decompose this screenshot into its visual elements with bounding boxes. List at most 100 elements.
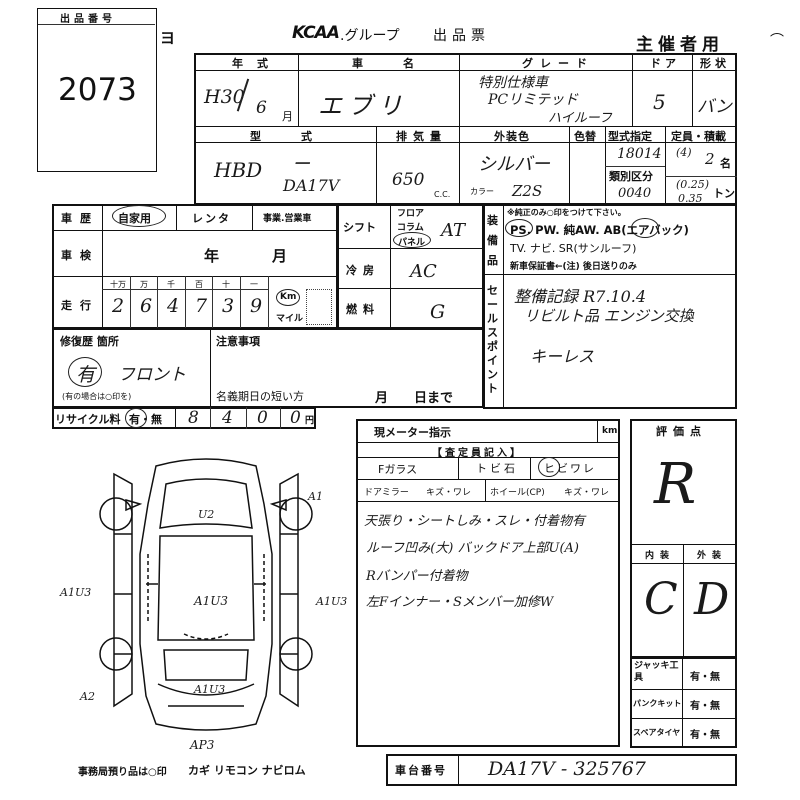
wheel-rear-right bbox=[279, 637, 313, 671]
equipment-label-1: 装 bbox=[487, 214, 498, 227]
column-label: コラム bbox=[397, 223, 424, 233]
mark-a1u3-right: A1U3 bbox=[316, 595, 348, 608]
digit-unit-2: 千 bbox=[167, 280, 175, 289]
mileage-digit-3: 7 bbox=[195, 295, 208, 317]
equipment-line-1: PS. PW. 純AW. AB(エアバック) bbox=[510, 223, 689, 237]
meter-note-4: 左Fインナー・Sメンバー加修W bbox=[366, 595, 554, 610]
sheet-title: 出品票 bbox=[433, 28, 490, 44]
grade-line-1: 特別仕様車 bbox=[478, 75, 548, 91]
vehicle-name: エブリ bbox=[318, 92, 408, 120]
digit-unit-1: 万 bbox=[140, 280, 148, 289]
meter-note-3: Rバンパー付着物 bbox=[366, 569, 468, 584]
month-value: 6 bbox=[256, 98, 267, 118]
color-code-value: Z2S bbox=[512, 182, 543, 200]
km-circle-icon bbox=[276, 289, 300, 306]
fuel-value: G bbox=[430, 301, 446, 323]
doors-label: ドア bbox=[650, 57, 680, 70]
history-option-rental: レンタ bbox=[192, 212, 231, 225]
load-unit: トン bbox=[713, 187, 735, 200]
recycle-label: リサイクル料 bbox=[55, 413, 121, 426]
capacity-value: 2 bbox=[705, 150, 715, 168]
interior-value: C bbox=[644, 574, 678, 625]
color-value: シルバー bbox=[478, 154, 550, 175]
model-value: DA17V bbox=[283, 176, 340, 195]
capacity-prefix: (4) bbox=[676, 146, 692, 159]
chassis-value: DA17V - 325767 bbox=[488, 758, 646, 780]
grade-line-3: ハイルーフ bbox=[548, 111, 612, 126]
meter-km: km bbox=[602, 426, 618, 436]
evaluation-score: R bbox=[654, 452, 697, 517]
mirror-right bbox=[269, 499, 287, 512]
mirror-left bbox=[125, 499, 143, 512]
wheel-rear-left bbox=[99, 637, 133, 671]
mark-a1u3-rear: A1U3 bbox=[194, 683, 226, 696]
evaluation-label: 評価点 bbox=[656, 425, 707, 438]
digit-unit-3: 百 bbox=[195, 280, 203, 289]
mileage-digit-4: 3 bbox=[222, 295, 235, 317]
header-fragment: ヨ bbox=[160, 29, 176, 47]
meter-note-1: 天張り・シートしみ・スレ・付着物有 bbox=[364, 514, 586, 529]
mileage-digit-2: 4 bbox=[167, 295, 180, 317]
chassis-label: 車台番号 bbox=[395, 764, 447, 777]
corner-mark-icon: ⌒ bbox=[770, 33, 784, 49]
meter-block bbox=[356, 419, 620, 747]
name-label: 車名 bbox=[352, 57, 454, 70]
color-code-label: カラー bbox=[470, 187, 494, 196]
puncture-label: パンクキット bbox=[633, 699, 682, 708]
fuel-label: 燃料 bbox=[346, 303, 380, 316]
mileage-digit-5: 9 bbox=[250, 295, 263, 317]
office-items: カギ リモコン ナビロム bbox=[188, 764, 306, 777]
recycle-circle-icon bbox=[125, 408, 147, 428]
digit-unit-4: 十 bbox=[222, 280, 230, 289]
expiry-label: 名義期日の短い方 bbox=[216, 390, 304, 403]
mark-a1: A1 bbox=[308, 490, 323, 503]
brand-group: .グループ bbox=[340, 28, 400, 44]
puncture-value: 有・無 bbox=[690, 701, 720, 712]
inspection-year: 年 bbox=[204, 247, 220, 265]
meter-note-2: ルーフ凹み(大) バックドア上部U(A) bbox=[366, 541, 579, 556]
fglass-label: Fガラス bbox=[378, 463, 418, 476]
capacity-label: 定員・積載 bbox=[671, 130, 726, 143]
repair-note: (有の場合は○印を) bbox=[62, 392, 132, 401]
mark-ap3: AP3 bbox=[190, 738, 215, 752]
digit-unit-5: 一 bbox=[250, 280, 258, 289]
sales-point-line-1: 整備記録 R7.10.4 bbox=[514, 287, 647, 306]
displacement-label: 排気量 bbox=[396, 130, 447, 143]
displacement-unit: C.C. bbox=[434, 190, 451, 199]
car-body bbox=[139, 458, 273, 731]
displacement-value: 650 bbox=[392, 170, 425, 190]
recycle-digit-0: 8 bbox=[188, 408, 199, 428]
equipment-note: ※純正のみ○印をつけて下さい。 bbox=[507, 208, 626, 217]
model-label: 型式 bbox=[250, 130, 352, 143]
lot-number-box bbox=[37, 8, 157, 172]
lot-number: 2073 bbox=[58, 72, 137, 108]
sales-point-line-3: キーレス bbox=[530, 347, 595, 366]
right-side-view bbox=[279, 472, 299, 708]
inspection-label: 車検 bbox=[61, 249, 99, 262]
inspector-label: 【査定員記入】 bbox=[432, 448, 523, 459]
color-change-label: 色替 bbox=[574, 130, 596, 143]
exterior-value: D bbox=[694, 574, 730, 625]
shape-label: 形状 bbox=[700, 57, 730, 70]
ps-circle-icon bbox=[505, 219, 533, 237]
doors-value: 5 bbox=[653, 90, 666, 114]
lot-number-label: 出品番号 bbox=[60, 14, 116, 25]
jack-label: ジャッキ工具 bbox=[634, 661, 679, 683]
repair-circle-icon bbox=[68, 357, 102, 387]
history-option-business: 事業.営業車 bbox=[263, 214, 312, 224]
damage-marks bbox=[147, 554, 265, 640]
brand-logo: KCAA bbox=[292, 23, 340, 43]
expiry-day: 日まで bbox=[414, 391, 454, 406]
equipment-line-2: TV. ナビ. SR(サンルーフ) bbox=[510, 242, 637, 255]
mileage-label: 走行 bbox=[61, 299, 99, 312]
grade-line-2: PCリミテッド bbox=[488, 92, 579, 108]
shift-value: AT bbox=[441, 220, 466, 241]
tools-block bbox=[630, 657, 737, 748]
sales-point-line-2: リビルト品 エンジン交換 bbox=[524, 307, 694, 325]
ac-value: AC bbox=[410, 261, 437, 282]
panel-circle-icon bbox=[393, 232, 431, 248]
model-prefix: HBD bbox=[214, 158, 263, 182]
wheel-status: キズ・ワレ bbox=[564, 488, 610, 498]
category-label: 類別区分 bbox=[609, 170, 653, 183]
digit-unit-0: 十万 bbox=[110, 280, 126, 289]
